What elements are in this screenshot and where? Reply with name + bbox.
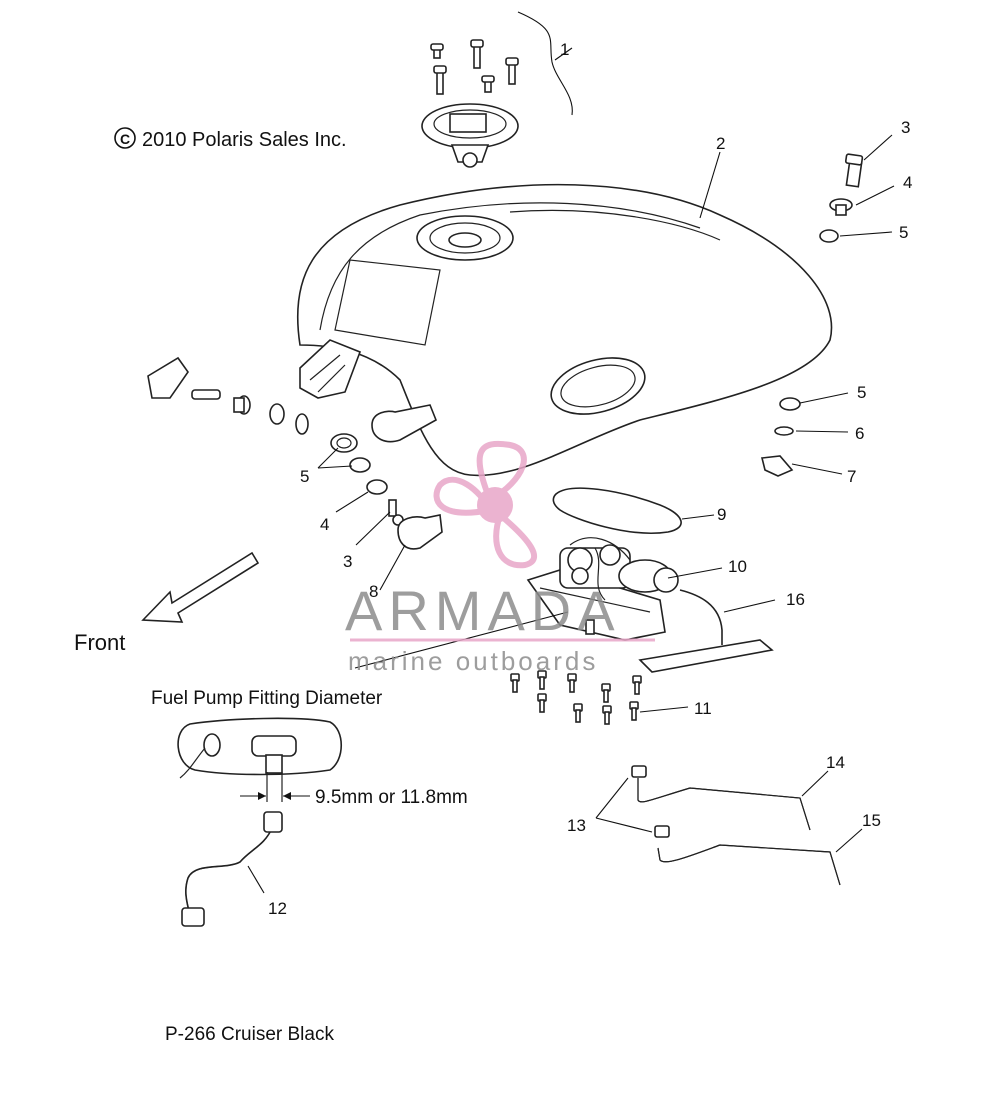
- callout-1: 1: [560, 40, 569, 59]
- watermark-brand: ARMADA: [345, 579, 621, 642]
- front-arrow: Front: [74, 551, 260, 655]
- fuel-hose: [181, 811, 283, 927]
- fuel-tank: [296, 183, 833, 477]
- callout-16: 16: [786, 590, 805, 609]
- copyright-text: 2010 Polaris Sales Inc.: [142, 129, 347, 151]
- callout-5-left: 5: [300, 467, 309, 486]
- callout-2: 2: [716, 134, 725, 153]
- callout-9: 9: [717, 505, 726, 524]
- fitting-detail: Fuel Pump Fitting Diameter 9.5mm or 11.8…: [151, 688, 468, 808]
- callout-numbers: 1 2 3 4 5 5 6 7 9 10 16 11 14 15 13 5 4 …: [268, 40, 912, 918]
- fuel-pump-assembly: [526, 537, 774, 673]
- callout-15: 15: [862, 811, 881, 830]
- pump-screws: [510, 670, 642, 725]
- watermark: ARMADA marine outboards: [345, 440, 655, 676]
- fitting-title: Fuel Pump Fitting Diameter: [151, 688, 383, 709]
- watermark-tagline: marine outboards: [348, 646, 598, 676]
- vent-lines: [631, 765, 841, 886]
- callout-6: 6: [855, 424, 864, 443]
- callout-3-left: 3: [343, 552, 352, 571]
- copyright-symbol-circle: [114, 127, 136, 149]
- callout-12: 12: [268, 899, 287, 918]
- callout-7: 7: [847, 467, 856, 486]
- copyright-block: C 2010 Polaris Sales Inc.: [114, 127, 347, 151]
- callout-4-left: 4: [320, 515, 329, 534]
- cap-screws: [430, 39, 519, 95]
- callout-8: 8: [369, 582, 378, 601]
- left-hardware: [147, 339, 443, 550]
- callout-4-right: 4: [903, 173, 912, 192]
- callout-14: 14: [826, 753, 845, 772]
- callout-10: 10: [728, 557, 747, 576]
- callout-13: 13: [567, 816, 586, 835]
- callout-5-right: 5: [857, 383, 866, 402]
- copyright-symbol: C: [120, 131, 130, 147]
- right-hardware: [761, 153, 864, 477]
- leader-lines: [247, 11, 895, 894]
- figure-footer: P-266 Cruiser Black: [165, 1024, 334, 1045]
- propeller-logo-icon: [433, 440, 538, 569]
- filler-cap-assembly: [421, 39, 519, 168]
- fitting-dimension: 9.5mm or 11.8mm: [315, 787, 468, 808]
- callout-11: 11: [694, 699, 712, 718]
- pump-gasket: [552, 487, 682, 534]
- front-label: Front: [74, 630, 125, 655]
- callout-5-right-top: 5: [899, 223, 908, 242]
- callout-3-right: 3: [901, 118, 910, 137]
